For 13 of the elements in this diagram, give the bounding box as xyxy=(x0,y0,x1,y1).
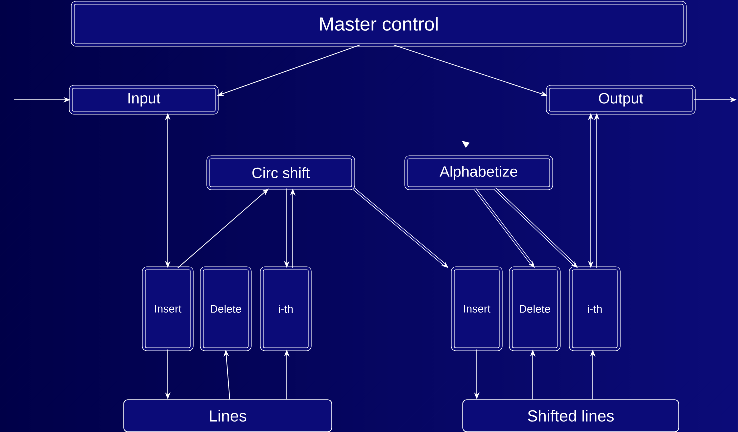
operation-box: Delete xyxy=(200,266,252,352)
process-box: Output xyxy=(546,85,696,115)
operation-box: Insert xyxy=(142,266,194,352)
operation-box: i-th xyxy=(569,266,621,352)
operation-box: Delete xyxy=(509,266,561,352)
operation-box: Insert xyxy=(451,266,503,352)
control-box: Master control xyxy=(71,1,687,47)
process-box: Input xyxy=(69,85,219,115)
process-box: Alphabetize xyxy=(404,156,554,190)
process-box: Circ shift xyxy=(206,156,356,190)
operation-box: i-th xyxy=(260,266,312,352)
storage-box: Lines xyxy=(124,400,332,432)
storage-box: Shifted lines xyxy=(462,400,680,432)
